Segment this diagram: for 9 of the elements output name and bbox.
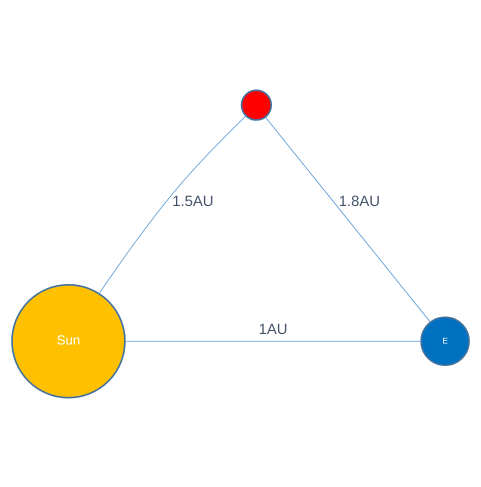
node-circle [240,88,272,120]
edge-label: 1.5AU [172,194,214,210]
connector [265,116,431,322]
node-circle: Sun [11,283,126,398]
connector [98,114,246,294]
connector [124,340,422,342]
edge-label: 1AU [258,322,288,338]
node-circle: E [420,316,470,366]
edge-label: 1.8AU [338,194,380,210]
